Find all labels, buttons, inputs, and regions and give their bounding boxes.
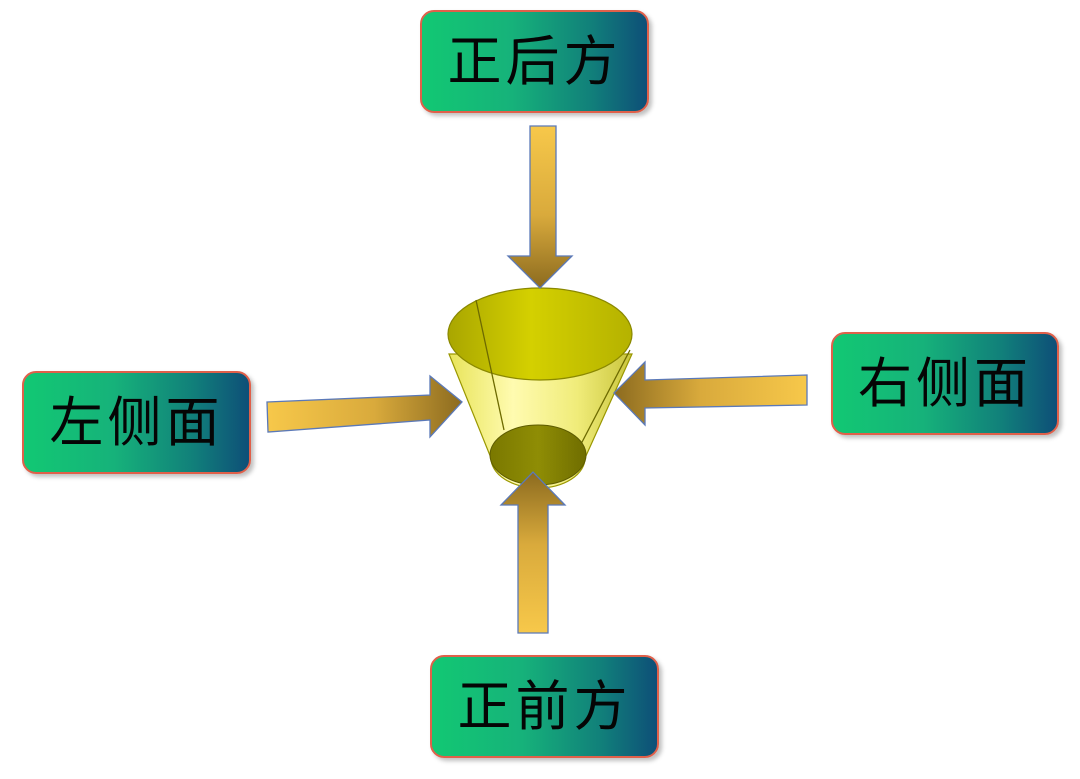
arrow-from-back — [506, 125, 574, 289]
label-box-back: 正后方 — [420, 10, 649, 113]
cone-generatrix-right — [579, 349, 631, 447]
label-back: 正后方 — [447, 29, 622, 93]
label-box-right: 右侧面 — [831, 332, 1059, 435]
cone-bottom-face — [489, 424, 587, 486]
cone-generatrix-left — [475, 299, 505, 431]
label-front: 正前方 — [457, 674, 632, 738]
arrow-from-left — [266, 374, 463, 439]
label-left: 左侧面 — [49, 390, 224, 454]
cone-top-face — [447, 287, 633, 381]
label-box-left: 左侧面 — [22, 371, 251, 474]
arrow-from-right — [613, 360, 808, 427]
truncated-cone-icon — [447, 287, 633, 489]
label-box-front: 正前方 — [430, 655, 659, 758]
arrow-from-front — [499, 471, 567, 634]
label-right: 右侧面 — [858, 351, 1032, 415]
